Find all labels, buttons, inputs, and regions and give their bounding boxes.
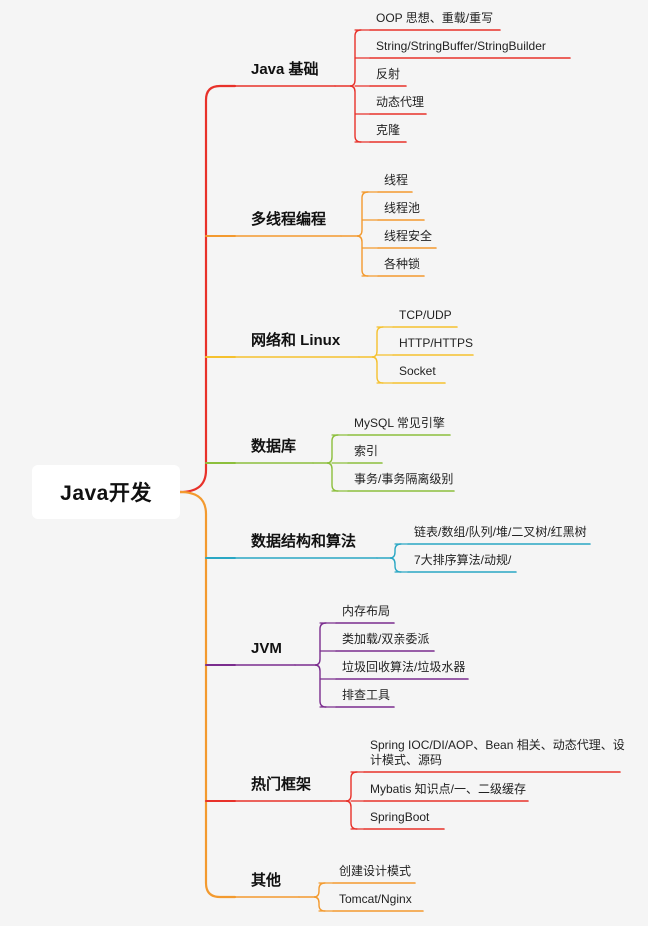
leaf-label[interactable]: String/StringBuffer/StringBuilder (376, 39, 546, 53)
leaf-label[interactable]: Mybatis 知识点/一、二级缓存 (370, 782, 527, 796)
leaf-label[interactable]: Spring IOC/DI/AOP、Bean 相关、动态代理、设计模式、源码 (370, 738, 625, 767)
leaf-label[interactable]: 7大排序算法/动规/ (414, 553, 512, 567)
leaf-label[interactable]: HTTP/HTTPS (399, 336, 473, 350)
branch-label[interactable]: 数据库 (251, 438, 297, 455)
leaf-label[interactable]: 内存布局 (342, 604, 391, 618)
leaf-label[interactable]: OOP 思想、重载/重写 (376, 11, 494, 25)
leaf-label[interactable]: SpringBoot (370, 810, 430, 824)
bracket (313, 882, 326, 912)
branch-label[interactable]: 数据结构和算法 (251, 533, 357, 550)
branch-label[interactable]: Java 基础 (251, 61, 319, 78)
bracket (371, 326, 384, 384)
bracket (349, 29, 362, 143)
bracket (326, 434, 339, 492)
leaf-label[interactable]: 线程 (384, 173, 409, 187)
leaf-label[interactable]: 链表/数组/队列/堆/二叉树/红黑树 (414, 525, 587, 539)
leaf-label[interactable]: 线程池 (384, 201, 421, 215)
leaf-label[interactable]: 动态代理 (376, 95, 425, 109)
bracket (345, 771, 358, 830)
leaf-label[interactable]: 排查工具 (342, 688, 391, 702)
leaf-label[interactable]: 线程安全 (384, 229, 433, 243)
leaf-label[interactable]: 索引 (354, 444, 379, 458)
trunk-top (178, 84, 237, 494)
leaf-label[interactable]: Tomcat/Nginx (339, 892, 412, 906)
leaf-label[interactable]: 垃圾回收算法/垃圾水器 (342, 660, 466, 674)
root-node[interactable]: Java开发 (32, 465, 180, 519)
branch-label[interactable]: 网络和 Linux (251, 332, 341, 349)
leaf-label[interactable]: 克隆 (376, 123, 401, 137)
bracket (389, 543, 402, 573)
leaf-label[interactable]: 各种锁 (384, 257, 421, 271)
leaf-label[interactable]: 创建设计模式 (339, 864, 412, 878)
branch-label[interactable]: JVM (251, 640, 282, 657)
trunk-bottom (178, 490, 237, 899)
leaf-label[interactable]: Socket (399, 364, 436, 378)
leaf-label[interactable]: TCP/UDP (399, 308, 452, 322)
leaf-label[interactable]: MySQL 常见引擎 (354, 416, 445, 430)
bracket (356, 191, 369, 277)
leaf-label[interactable]: 事务/事务隔离级别 (354, 472, 454, 486)
leaf-label[interactable]: 反射 (376, 67, 401, 81)
leaf-label[interactable]: 类加载/双亲委派 (342, 632, 430, 646)
branch-label[interactable]: 多线程编程 (251, 211, 327, 228)
branch-label[interactable]: 其他 (251, 872, 282, 889)
branch-label[interactable]: 热门框架 (251, 776, 312, 793)
bracket (314, 622, 327, 708)
